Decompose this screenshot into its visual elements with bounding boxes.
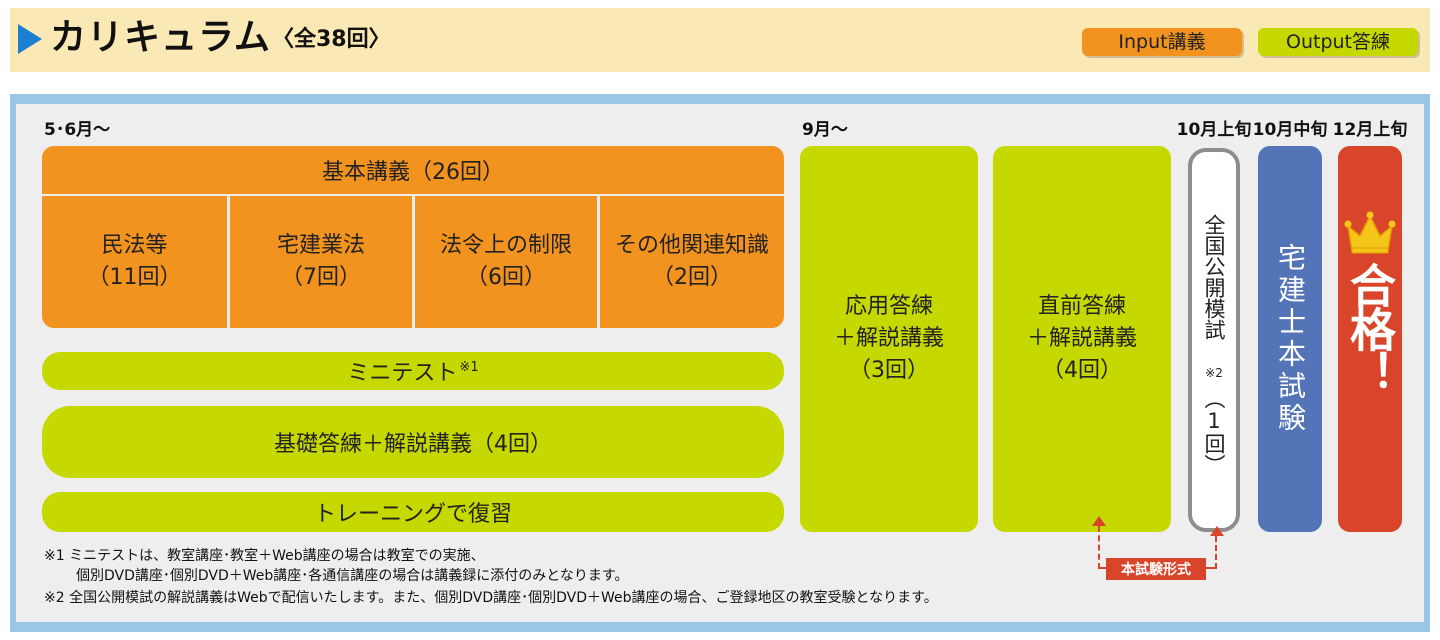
- subject-name: その他関連知識: [614, 233, 769, 258]
- subject-count: （7回）: [280, 265, 361, 290]
- phase-september: 9月〜: [802, 120, 848, 140]
- legend-input: Input講義: [1082, 28, 1242, 56]
- footnote-2: ※2 全国公開模試の解説講義はWebで配信いたします。また、個別DVD講座･個別…: [44, 590, 938, 606]
- main-exam-block: 宅建士本試験: [1258, 146, 1322, 532]
- pass-text-wrap: 合格！: [1338, 262, 1402, 422]
- mini-test-bar: ミニテスト※1: [42, 352, 784, 390]
- main-exam-text: 宅建士本試験: [1274, 243, 1307, 435]
- ouyou-line2: ＋解説講義: [833, 326, 944, 351]
- phase-may-june: 5･6月〜: [44, 120, 111, 140]
- mock-exam-note: ※2: [1205, 366, 1223, 380]
- page-title: カリキュラム: [50, 17, 271, 58]
- arrow-up-icon: [1210, 526, 1224, 536]
- phase-oct-mid: 10月中旬: [1252, 120, 1328, 140]
- subject-name: 宅建業法: [276, 233, 365, 258]
- mini-test-label: ミニテスト: [347, 361, 458, 386]
- subject-takkengyoho: 宅建業法 （7回）: [230, 196, 412, 328]
- footnote-1: ※1 ミニテストは、教室講座･教室＋Web講座の場合は教室での実施、: [44, 548, 485, 564]
- phase-oct-early: 10月上旬: [1176, 120, 1252, 140]
- dashed-connector-right: [1206, 536, 1217, 569]
- kiso-bar: 基礎答練＋解説講義（4回）: [42, 406, 784, 478]
- chokuzen-block: 直前答練 ＋解説講義 （4回）: [993, 146, 1171, 532]
- subject-name: 民法等: [101, 233, 168, 258]
- legend-output: Output答練: [1258, 28, 1418, 56]
- ouyou-line3: （3回）: [848, 358, 929, 383]
- ouyou-line1: 応用答練: [844, 294, 933, 319]
- chokuzen-line2: ＋解説講義: [1026, 326, 1137, 351]
- mock-exam-text-wrap: 全国公開模試: [1188, 214, 1240, 366]
- mock-exam-count: （1回）: [1202, 388, 1226, 475]
- mock-exam-text: 全国公開模試: [1202, 214, 1226, 340]
- crown-icon: [1344, 211, 1396, 254]
- subject-minpo: 民法等 （11回）: [42, 196, 227, 328]
- dashed-connector-left: [1098, 526, 1106, 569]
- exam-format-badge: 本試験形式: [1106, 558, 1206, 580]
- subject-count: （11回）: [87, 265, 182, 290]
- subject-name: 法令上の制限: [439, 233, 572, 258]
- subject-count: （6回）: [465, 265, 546, 290]
- mock-exam-count-wrap: （1回）: [1188, 388, 1240, 475]
- page-subtitle: 〈全38回〉: [272, 27, 391, 52]
- subject-count: （2回）: [651, 265, 732, 290]
- phase-dec-early: 12月上旬: [1332, 120, 1408, 140]
- arrow-up-icon: [1092, 516, 1106, 526]
- subject-horei: 法令上の制限 （6回）: [415, 196, 597, 328]
- ouyou-block: 応用答練 ＋解説講義 （3回）: [800, 146, 978, 532]
- pass-block: [1338, 146, 1402, 532]
- footnote-1-cont: 個別DVD講座･個別DVD＋Web講座･各通信講座の場合は講義録に添付のみとなり…: [76, 568, 629, 584]
- subject-other: その他関連知識 （2回）: [600, 196, 784, 328]
- mock-exam-block: [1188, 148, 1240, 532]
- kihon-lecture-header: 基本講義（26回）: [42, 146, 784, 194]
- mini-test-mark: ※1: [459, 359, 479, 375]
- pass-text: 合格！: [1343, 262, 1397, 394]
- chokuzen-line3: （4回）: [1041, 358, 1122, 383]
- training-bar: トレーニングで復習: [42, 492, 784, 532]
- triangle-right-icon: [18, 24, 42, 54]
- chokuzen-line1: 直前答練: [1037, 294, 1126, 319]
